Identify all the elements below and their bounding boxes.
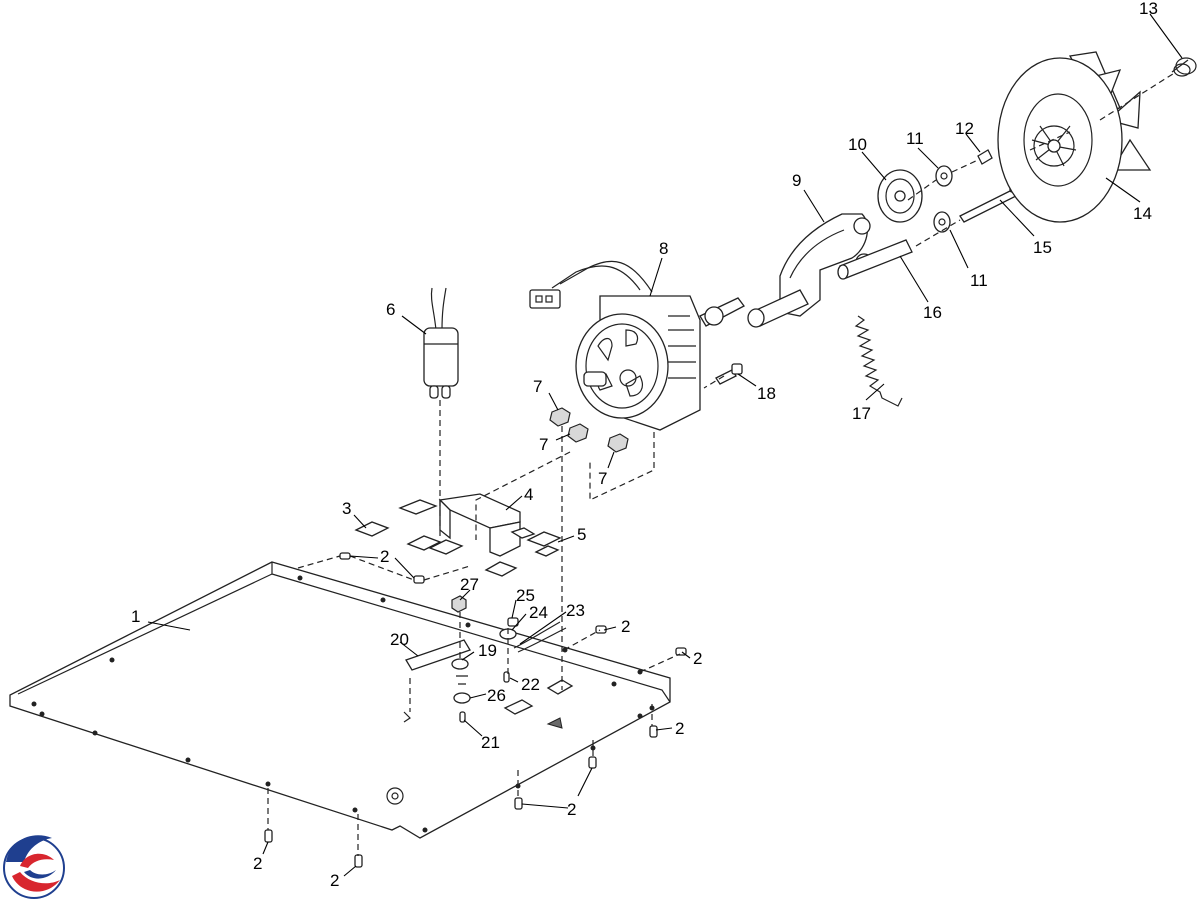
callout-20: 20: [390, 630, 409, 649]
callout-2: 2: [675, 719, 684, 738]
callout-2: 2: [380, 547, 389, 566]
callout-labels: 1 2 2 2 2 2 2 2 2 3 4 5 6 7 7 7 8 9 10 1…: [131, 0, 1158, 890]
callout-15: 15: [1033, 238, 1052, 257]
capacitor: [423, 287, 459, 399]
callout-10: 10: [848, 135, 867, 154]
callout-2: 2: [567, 800, 576, 819]
nut-parts: [549, 407, 629, 453]
callout-26: 26: [487, 686, 506, 705]
callout-7: 7: [598, 469, 607, 488]
callout-16: 16: [923, 303, 942, 322]
callout-2: 2: [330, 871, 339, 890]
motor: [529, 260, 745, 431]
pulley-10: [877, 169, 923, 223]
mount-bracket: [354, 493, 562, 577]
callout-14: 14: [1133, 204, 1152, 223]
brand-logo: [3, 835, 65, 899]
callout-2: 2: [621, 617, 630, 636]
callout-8: 8: [659, 239, 668, 258]
spring-17: [854, 315, 903, 407]
callout-7: 7: [539, 435, 548, 454]
callout-6: 6: [386, 300, 395, 319]
motor-arm: [747, 213, 873, 328]
callout-9: 9: [792, 171, 801, 190]
leader-lines: [147, 13, 1183, 877]
callout-1: 1: [131, 607, 140, 626]
callout-22: 22: [521, 675, 540, 694]
bolt-18: [715, 363, 743, 385]
callout-11: 11: [970, 271, 988, 290]
callout-17: 17: [852, 404, 871, 423]
callout-18: 18: [757, 384, 776, 403]
callout-23: 23: [566, 601, 585, 620]
callout-19: 19: [478, 641, 497, 660]
assembly-lines: [267, 71, 1177, 856]
callout-2: 2: [693, 649, 702, 668]
callout-11: 11: [906, 129, 924, 148]
callout-7: 7: [533, 377, 542, 396]
callout-4: 4: [524, 485, 533, 504]
fan-wheel: [997, 51, 1152, 223]
callout-24: 24: [529, 603, 548, 622]
pin-16: [837, 239, 913, 280]
callout-12: 12: [955, 119, 974, 138]
callout-5: 5: [577, 525, 586, 544]
callout-27: 27: [460, 575, 479, 594]
callout-2: 2: [253, 854, 262, 873]
callout-13: 13: [1139, 0, 1158, 18]
callout-3: 3: [342, 499, 351, 518]
callout-25: 25: [516, 586, 535, 605]
callout-21: 21: [481, 733, 500, 752]
clip-13: [1171, 57, 1197, 77]
